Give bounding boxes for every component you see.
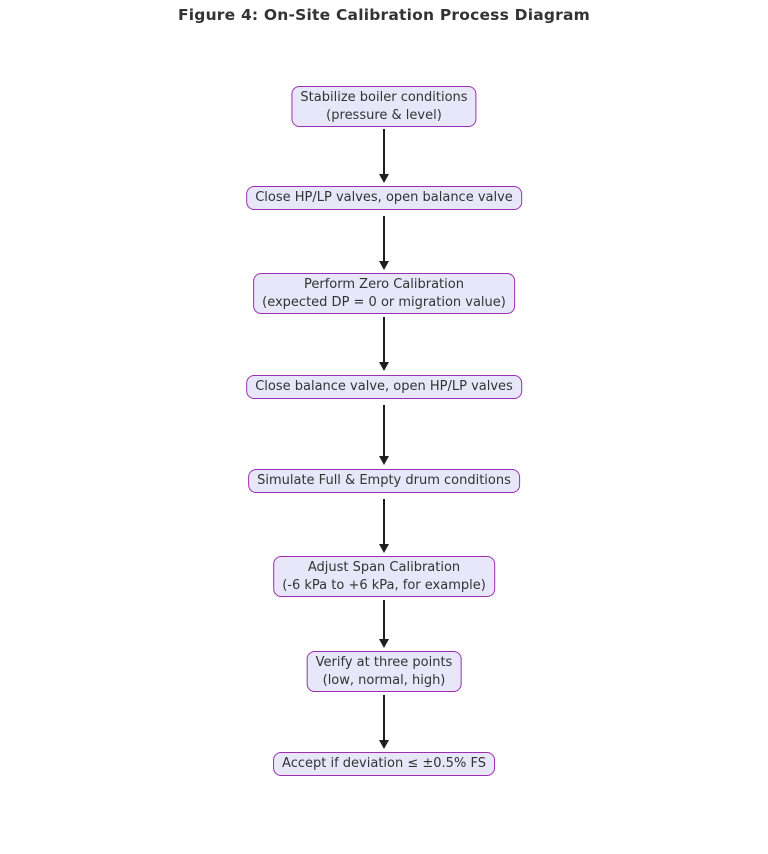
figure-title: Figure 4: On-Site Calibration Process Di… [177,6,591,24]
flow-arrow [378,317,390,371]
arrow-shaft [383,405,385,456]
flow-arrow [378,129,390,183]
node-simulate-drum-conditions: Simulate Full & Empty drum conditions [248,469,520,493]
node-text-line: (-6 kPa to +6 kPa, for example) [282,577,486,593]
arrow-shaft [383,216,385,261]
node-text-line: Accept if deviation ≤ ±0.5% FS [282,756,486,771]
flow-arrow [378,600,390,648]
arrow-shaft [383,499,385,544]
flow-arrow [378,499,390,553]
node-verify-three-points: Verify at three points (low, normal, hig… [306,651,462,692]
node-text-line: Close HP/LP valves, open balance valve [255,190,513,205]
node-text-line: Perform Zero Calibration [304,277,464,292]
node-text-line: Adjust Span Calibration [307,560,461,575]
node-text-line: Verify at three points [315,655,453,670]
node-stabilize-boiler: Stabilize boiler conditions (pressure & … [291,86,477,127]
node-close-hplp-valves: Close HP/LP valves, open balance valve [246,186,522,210]
node-text-line: (low, normal, high) [322,672,446,688]
arrow-down-icon [379,362,389,371]
node-text-line: Simulate Full & Empty drum conditions [257,473,511,488]
node-text-line: Close balance valve, open HP/LP valves [255,379,513,394]
arrow-down-icon [379,261,389,270]
node-zero-calibration: Perform Zero Calibration (expected DP = … [253,273,515,314]
arrow-shaft [383,317,385,362]
arrow-down-icon [379,544,389,553]
flow-arrow [378,216,390,270]
flow-arrow [378,405,390,465]
node-text-line: Stabilize boiler conditions [300,90,468,105]
node-accept-criteria: Accept if deviation ≤ ±0.5% FS [273,752,495,776]
arrow-down-icon [379,639,389,648]
node-text-line: (pressure & level) [326,107,442,123]
arrow-shaft [383,129,385,174]
node-span-calibration: Adjust Span Calibration (-6 kPa to +6 kP… [273,556,495,597]
arrow-down-icon [379,740,389,749]
node-text-line: (expected DP = 0 or migration value) [262,294,506,310]
arrow-down-icon [379,456,389,465]
arrow-down-icon [379,174,389,183]
flow-arrow [378,695,390,749]
node-close-balance-valve: Close balance valve, open HP/LP valves [246,375,522,399]
arrow-shaft [383,695,385,740]
arrow-shaft [383,600,385,639]
